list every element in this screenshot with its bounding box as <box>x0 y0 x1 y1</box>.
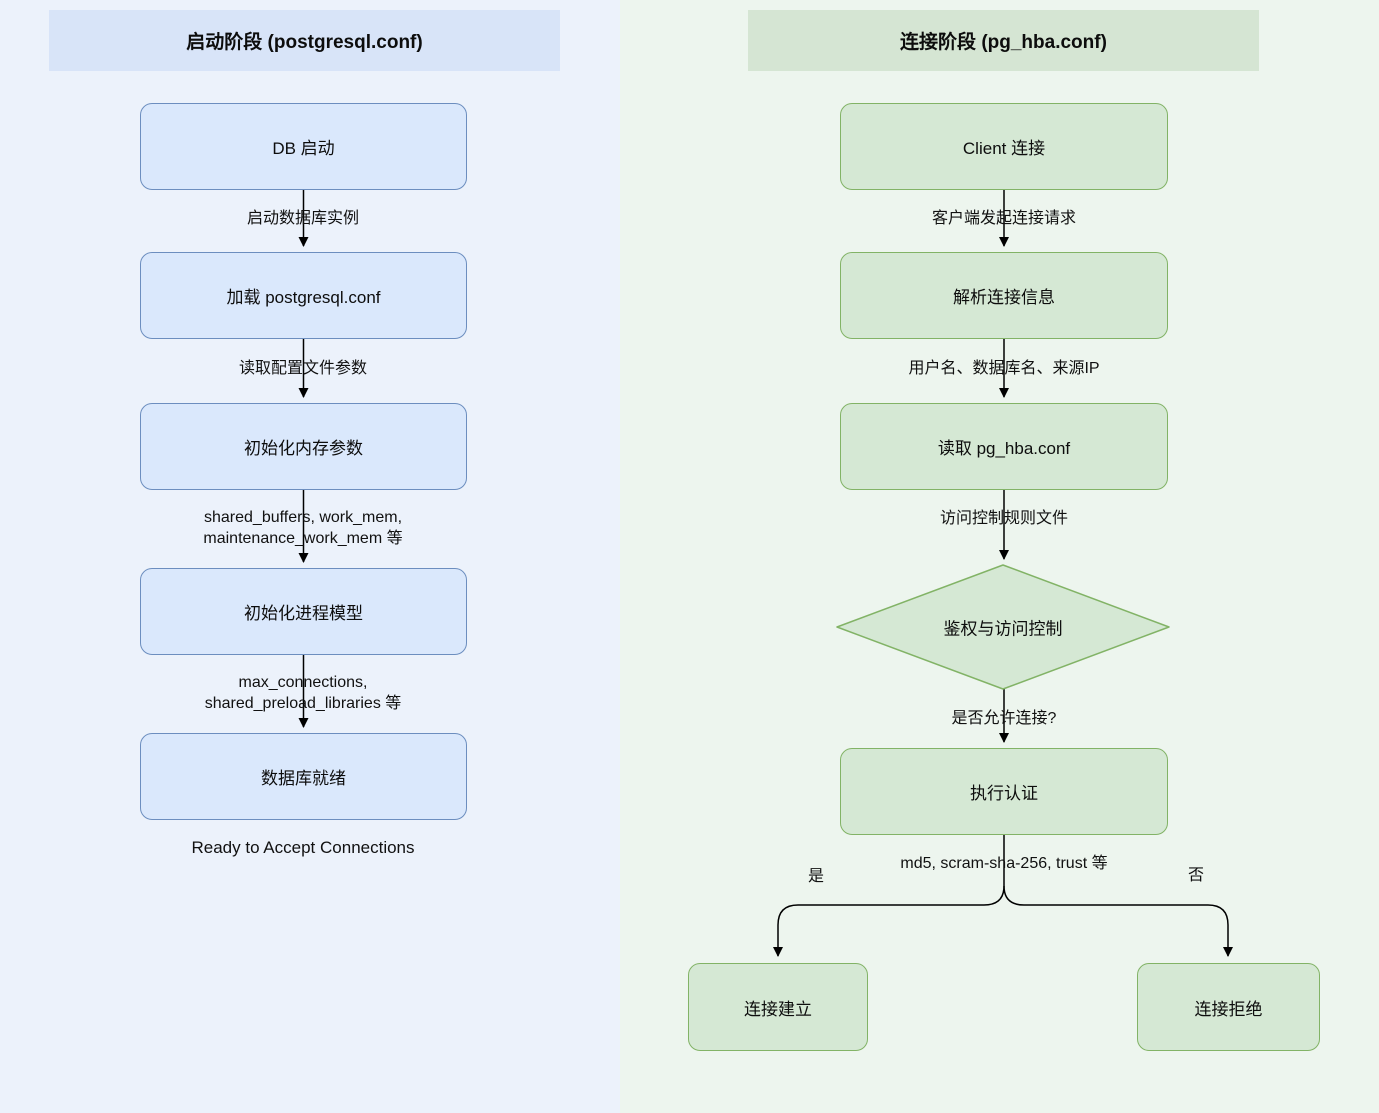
startup-phase-title: 启动阶段 (postgresql.conf) <box>49 10 560 71</box>
node-parse-info: 解析连接信息 <box>840 252 1168 339</box>
node-read-hba-label: 读取 pg_hba.conf <box>937 439 1071 458</box>
edge-label-auth-methods: md5, scram-sha-256, trust 等 <box>900 855 1108 872</box>
node-conn-established-label: 连接建立 <box>744 999 812 1019</box>
edge-label-allow-conn: 是否允许连接? <box>951 710 1057 727</box>
node-db-ready: 数据库就绪 <box>140 733 467 820</box>
node-db-start: DB 启动 <box>140 103 467 190</box>
ready-caption: Ready to Accept Connections <box>191 838 415 857</box>
edge-label-acl-file: 访问控制规则文件 <box>939 510 1069 527</box>
node-client-connect: Client 连接 <box>840 103 1168 190</box>
node-auth-control-label: 鉴权与访问控制 <box>943 619 1063 639</box>
node-load-conf-label: 加载 postgresql.conf <box>226 288 381 307</box>
node-parse-info-label: 解析连接信息 <box>953 288 1055 307</box>
decision-diamond-auth-control <box>836 564 1170 690</box>
node-conn-rejected: 连接拒绝 <box>1137 963 1320 1051</box>
edge-label-memory-params: shared_buffers, work_mem, maintenance_wo… <box>203 509 403 547</box>
node-init-memory-label: 初始化内存参数 <box>244 439 363 458</box>
node-load-conf: 加载 postgresql.conf <box>140 252 467 339</box>
node-read-hba: 读取 pg_hba.conf <box>840 403 1168 490</box>
node-init-process-label: 初始化进程模型 <box>244 604 363 623</box>
node-db-start-label: DB 启动 <box>272 139 335 158</box>
edge-doauth-established <box>773 835 1005 957</box>
connection-phase-title: 连接阶段 (pg_hba.conf) <box>748 10 1259 71</box>
node-conn-rejected-label: 连接拒绝 <box>1194 999 1263 1019</box>
node-client-connect-label: Client 连接 <box>962 139 1046 158</box>
edge-label-start-instance: 启动数据库实例 <box>246 210 360 227</box>
edge-doauth-rejected <box>1003 885 1233 957</box>
node-conn-established: 连接建立 <box>688 963 868 1051</box>
branch-label-yes: 是 <box>807 868 825 885</box>
edge-label-read-config: 读取配置文件参数 <box>238 360 368 377</box>
edge-label-process-params: max_connections, shared_preload_librarie… <box>204 674 402 712</box>
edge-label-conn-info: 用户名、数据库名、来源IP <box>908 360 1100 377</box>
node-db-ready-label: 数据库就绪 <box>261 769 346 788</box>
node-init-memory: 初始化内存参数 <box>140 403 467 490</box>
node-do-auth: 执行认证 <box>840 748 1168 835</box>
node-init-process: 初始化进程模型 <box>140 568 467 655</box>
edge-label-conn-request: 客户端发起连接请求 <box>931 210 1077 227</box>
branch-label-no: 否 <box>1187 867 1205 884</box>
node-do-auth-label: 执行认证 <box>970 784 1038 803</box>
